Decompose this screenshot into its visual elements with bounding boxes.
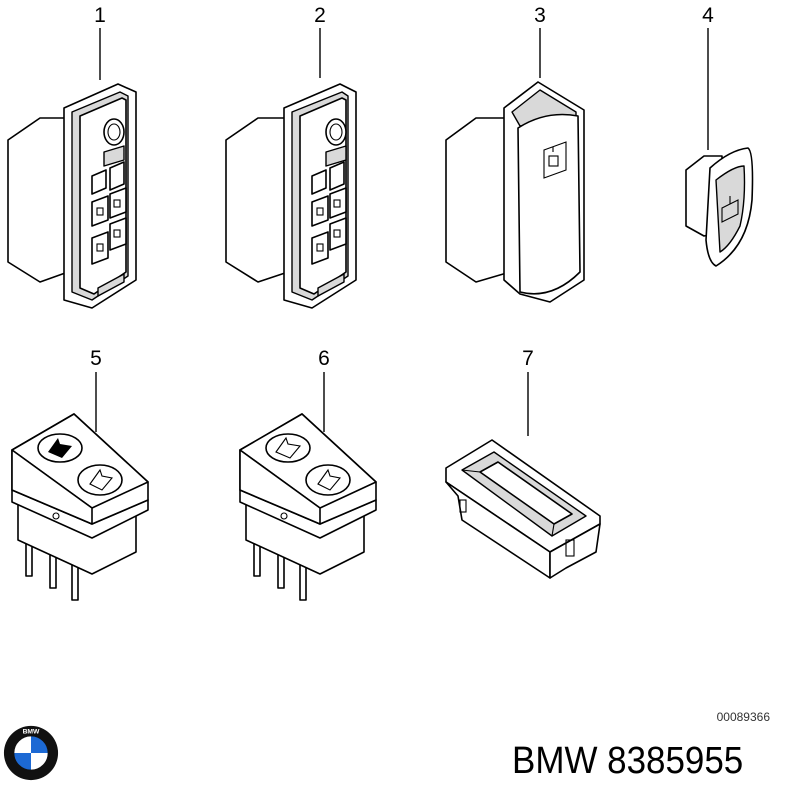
part-6-window-switch: 6 [239, 347, 377, 601]
part-4-rocker-switch: 4 [685, 4, 754, 267]
part-7-switch-frame: 7 [445, 347, 601, 579]
callout-5: 5 [90, 347, 102, 370]
callout-4: 4 [702, 4, 714, 27]
part-1-switch-block: 1 [7, 4, 137, 309]
bmw-roundel-icon: BMW [3, 725, 59, 781]
callout-7: 7 [522, 347, 534, 370]
callout-3: 3 [534, 4, 546, 27]
callout-6: 6 [318, 347, 330, 370]
bmw-logo-text: BMW [23, 729, 40, 736]
part-5-window-switch: 5 [11, 347, 149, 601]
drawing-number: 00089366 [716, 710, 770, 724]
callout-1: 1 [94, 4, 106, 27]
part-3-lock-switch: 3 [445, 4, 585, 303]
part-number-title: BMW 8385955 [512, 740, 744, 782]
callout-2: 2 [314, 4, 326, 27]
part-2-switch-block: 2 [225, 4, 357, 309]
